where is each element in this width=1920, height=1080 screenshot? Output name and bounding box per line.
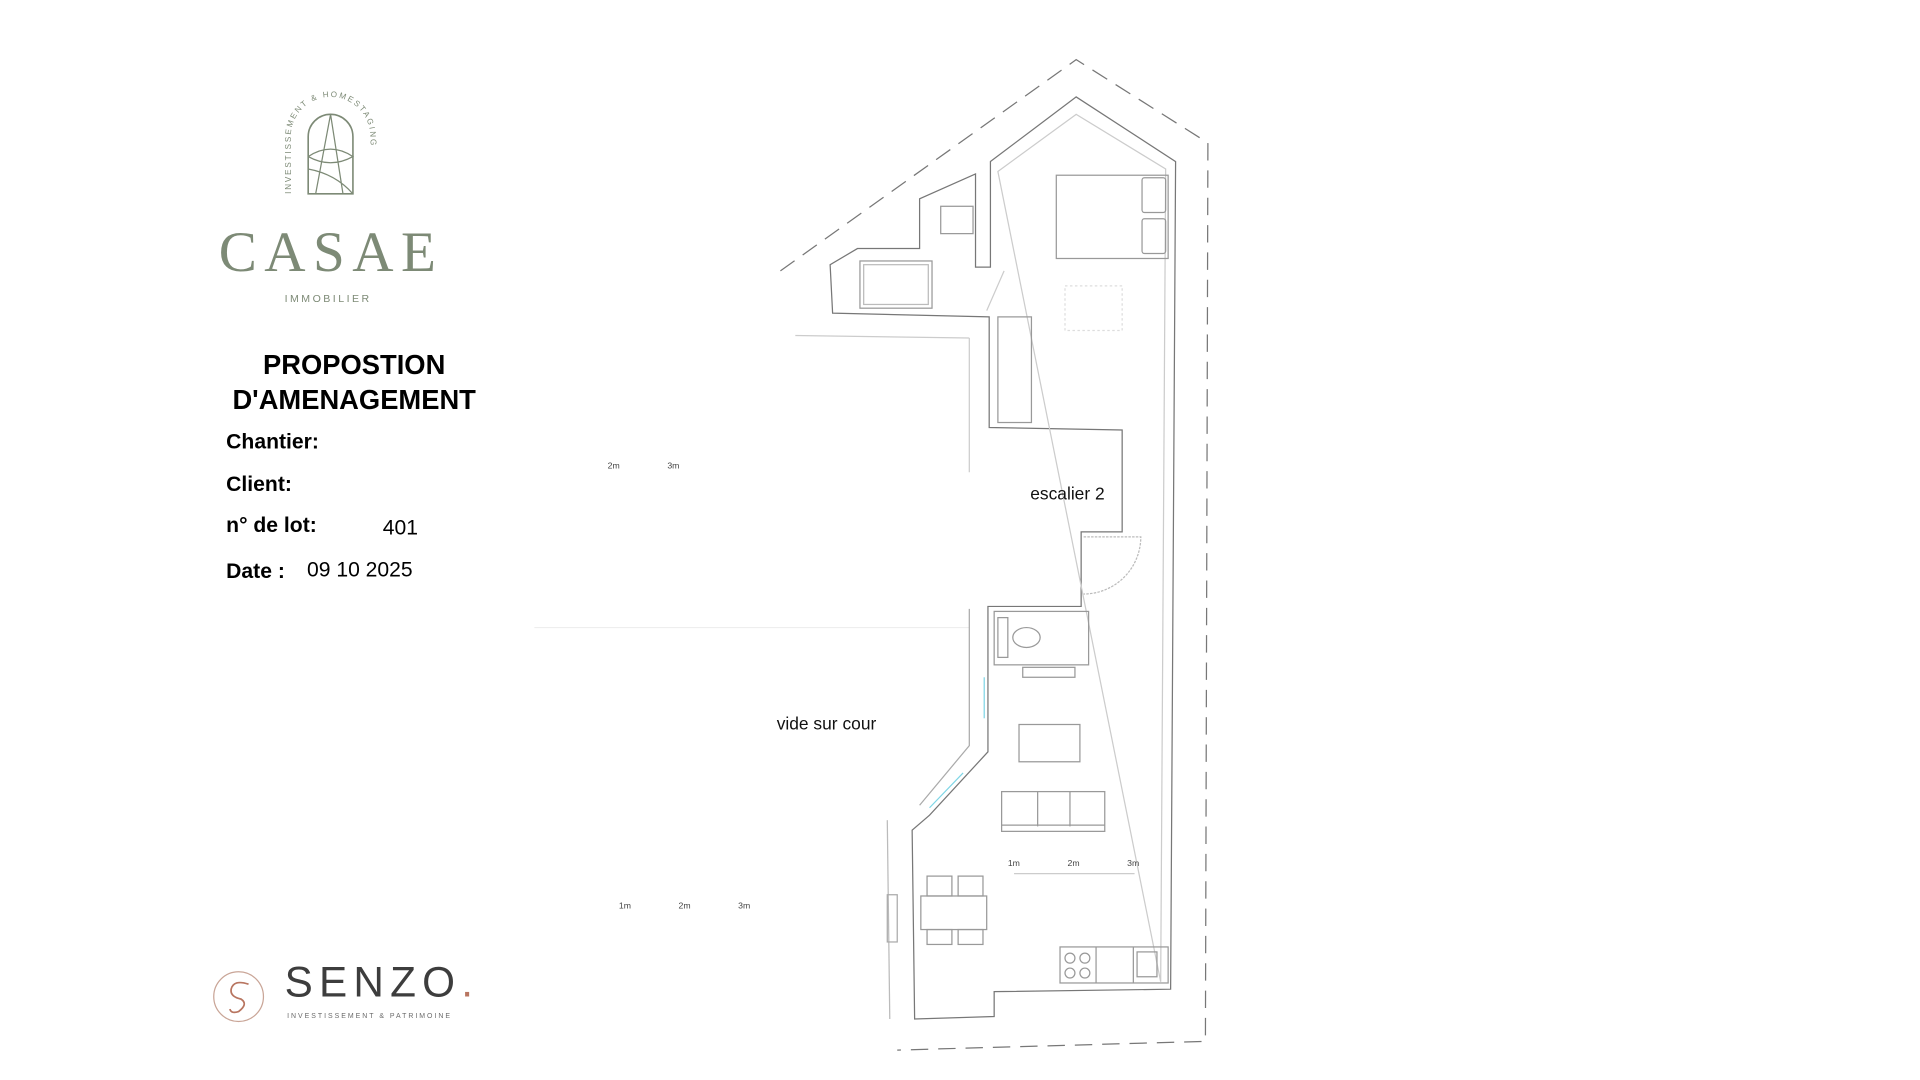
scale-b-2m: 2m	[678, 902, 691, 911]
casae-subtitle: IMMOBILIER	[284, 292, 372, 305]
scale-a-3m: 3m	[667, 462, 680, 471]
senzo-s-icon	[213, 971, 265, 1023]
title-line-2: D'AMENAGEMENT	[232, 383, 476, 416]
client-label: Client:	[226, 472, 292, 496]
date-label: Date :	[226, 559, 285, 583]
wardrobe	[997, 316, 1033, 424]
toilet	[1012, 626, 1041, 649]
lot-value: 401	[382, 515, 419, 540]
sofa	[1000, 790, 1106, 832]
stair-label: escalier 2	[1030, 483, 1105, 504]
scale-b-3m: 3m	[738, 902, 751, 911]
scale-c-2m: 2m	[1067, 859, 1080, 869]
page-title: PROPOSTION D'AMENAGEMENT	[205, 348, 503, 418]
court-label: vide sur cour	[776, 713, 877, 734]
senzo-wordmark: SENZO.	[285, 959, 480, 1007]
bathtub	[859, 260, 933, 309]
washbasin	[940, 205, 974, 235]
wc-room	[993, 610, 1090, 666]
senzo-tagline: INVESTISSEMENT & PATRIMOINE	[287, 1012, 452, 1021]
property-boundary	[780, 58, 1209, 1051]
tv-unit	[1022, 666, 1076, 678]
casae-logo: INVESTISSEMENT & HOMESTAGING	[211, 87, 447, 311]
casae-wordmark: CASAE	[218, 219, 444, 284]
bed	[1055, 174, 1169, 260]
coffee-table	[1018, 723, 1081, 763]
scale-a-2m: 2m	[607, 462, 620, 471]
dining-table	[920, 895, 988, 931]
senzo-name: SENZO	[284, 959, 462, 1007]
date-value: 09 10 2025	[306, 557, 413, 582]
senzo-dot: .	[461, 959, 480, 1007]
scale-b-1m: 1m	[618, 902, 631, 911]
scale-c-3m: 3m	[1127, 859, 1140, 869]
casae-arch-icon: INVESTISSEMENT & HOMESTAGING	[284, 90, 376, 195]
kitchen-counter	[1059, 946, 1169, 984]
scale-c-1m: 1m	[1007, 859, 1020, 869]
apartment-walls	[829, 96, 1177, 1020]
rug	[1064, 285, 1123, 332]
lot-label: n° de lot:	[226, 513, 317, 537]
chantier-label: Chantier:	[226, 429, 319, 454]
title-line-1: PROPOSTION	[263, 349, 446, 381]
